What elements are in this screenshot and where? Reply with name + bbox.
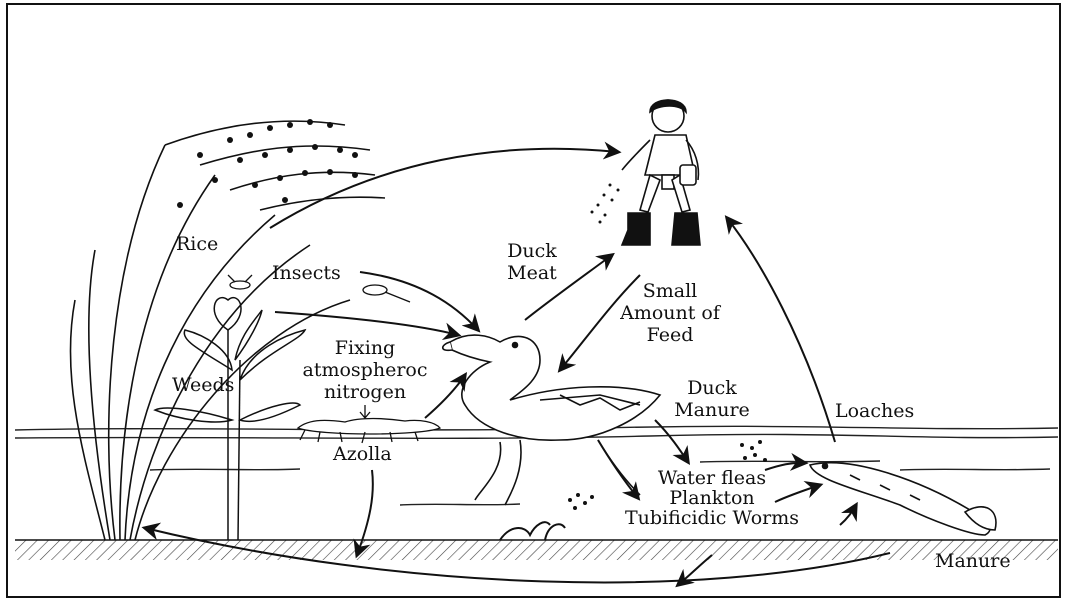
arrow-rice-to-child	[270, 149, 618, 228]
label-duck-meat: Duck Meat	[492, 240, 572, 284]
label-small-feed-line-2: Amount of	[615, 302, 725, 324]
arrow-azolla-to-duck	[425, 375, 465, 418]
label-fixing-line-1: Fixing	[300, 337, 430, 359]
label-small-feed: Small Amount of Feed	[615, 280, 725, 346]
label-duck-manure: Duck Manure	[662, 377, 762, 421]
label-manure: Manure	[935, 550, 1011, 572]
label-water-fleas: Water fleas	[612, 468, 812, 488]
label-small-feed-line-1: Small	[615, 280, 725, 302]
child-figure	[622, 100, 700, 245]
label-insects: Insects	[272, 262, 341, 284]
label-loaches: Loaches	[835, 400, 914, 422]
arrow-worms-to-loach	[840, 505, 856, 525]
label-rice: Rice	[176, 233, 218, 255]
worms	[500, 522, 565, 540]
label-azolla: Azolla	[333, 443, 392, 465]
label-fixing-line-3: nitrogen	[300, 381, 430, 403]
label-small-feed-line-3: Feed	[615, 324, 725, 346]
weeds-plant	[155, 298, 305, 540]
label-worms: Tubificidic Worms	[612, 508, 812, 528]
label-weeds: Weeds	[172, 374, 234, 396]
loach-fish	[810, 463, 996, 535]
label-duck-manure-line-1: Duck	[662, 377, 762, 399]
soil-layer	[15, 540, 1058, 560]
label-duck-manure-line-2: Manure	[662, 399, 762, 421]
label-duck-meat-line-2: Meat	[492, 262, 572, 284]
feed-sprinkle	[591, 184, 620, 224]
label-duck-meat-line-1: Duck	[492, 240, 572, 262]
label-fixing-nitrogen: Fixing atmospheroc nitrogen	[300, 337, 430, 403]
label-food-organisms: Water fleas Plankton Tubificidic Worms	[612, 468, 812, 528]
azolla-mat	[298, 405, 440, 443]
arrow-weeds-to-duck	[275, 312, 458, 335]
label-plankton: Plankton	[612, 488, 812, 508]
label-fixing-line-2: atmospheroc	[300, 359, 430, 381]
